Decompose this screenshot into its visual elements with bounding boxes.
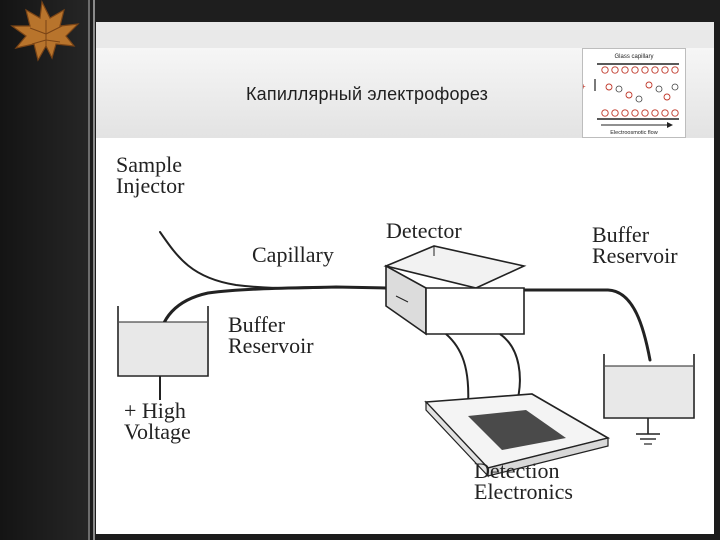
slide: Капиллярный электрофорез Glass capillary… — [96, 22, 714, 534]
label-detection-electronics: Detection Electronics — [474, 458, 573, 504]
divider-line-2 — [93, 0, 95, 540]
svg-text:+: + — [583, 82, 586, 91]
detector-wire-left — [445, 333, 470, 407]
label-buffer-reservoir-right: Buffer Reservoir — [592, 222, 678, 268]
inset-caption-top: Glass capillary — [614, 54, 653, 60]
label-buffer-reservoir-left: Buffer Reservoir — [228, 312, 314, 358]
capillary-tube — [156, 285, 388, 348]
left-dark-band — [0, 0, 90, 540]
label-sample-injector: Sample Injector — [116, 152, 185, 198]
detection-electronics-board — [424, 393, 611, 478]
right-buffer-reservoir — [603, 354, 695, 445]
ground-icon — [636, 418, 660, 445]
capillary-electrophoresis-diagram: Sample Injector Detector Buffer Reservoi… — [96, 138, 714, 534]
capillary-inset-figure: Glass capillary + — [578, 48, 686, 138]
divider-line-1 — [88, 0, 90, 540]
label-high-voltage: + High Voltage — [124, 398, 191, 444]
detector-box — [383, 245, 527, 336]
top-dark-band — [90, 0, 720, 22]
maple-leaf-icon — [10, 0, 80, 62]
label-detector: Detector — [386, 218, 462, 243]
inset-caption-bottom: Electroosmotic flow — [610, 130, 657, 136]
slide-title: Капиллярный электрофорез — [246, 84, 489, 104]
label-capillary: Capillary — [252, 242, 334, 267]
left-buffer-reservoir — [117, 306, 209, 400]
